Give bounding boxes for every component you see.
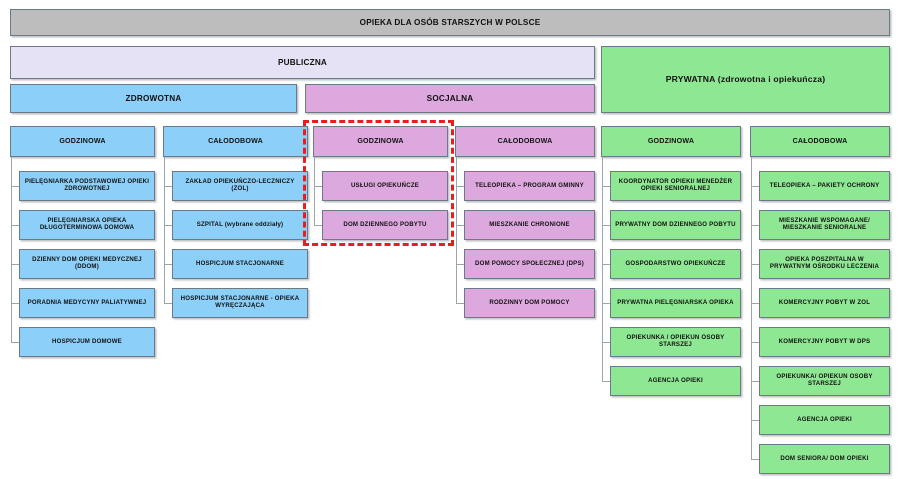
column-header-prywatna-godzinowa[interactable]: GODZINOWA: [601, 126, 741, 157]
node-card[interactable]: AGENCJA OPIEKI: [759, 405, 890, 435]
connector-spine-prywatna-godzinowa: [602, 157, 603, 381]
node-card[interactable]: KOORDYNATOR OPIEKI/ MENEDŻER OPIEKI SENI…: [610, 171, 741, 201]
connector-stub-socjalna-godzinowa-1: [314, 225, 323, 226]
connector-stub-prywatna-godzinowa-5: [602, 381, 611, 382]
connector-stub-prywatna-calodobowa-3: [751, 303, 760, 304]
connector-spine-zdrowotna-calodobowa: [164, 157, 165, 303]
node-card[interactable]: PIELĘGNIARSKA OPIEKA DŁUGOTERMINOWA DOMO…: [19, 210, 155, 240]
node-card[interactable]: OPIEKUNKA/ OPIEKUN OSOBY STARSZEJ: [759, 366, 890, 396]
node-card[interactable]: GOSPODARSTWO OPIEKUŃCZE: [610, 249, 741, 279]
connector-stub-socjalna-calodobowa-2: [456, 264, 465, 265]
connector-stub-prywatna-calodobowa-0: [751, 186, 760, 187]
root-node-opieka-dla-osob-starszych: OPIEKA DLA OSÓB STARSZYCH W POLSCE: [10, 9, 890, 36]
node-card[interactable]: PORADNIA MEDYCYNY PALIATYWNEJ: [19, 288, 155, 318]
connector-stub-prywatna-godzinowa-4: [602, 342, 611, 343]
node-card[interactable]: USŁUGI OPIEKUŃCZE: [322, 171, 448, 201]
sector-socjalna: SOCJALNA: [305, 84, 595, 113]
connector-spine-zdrowotna-godzinowa: [11, 157, 12, 342]
node-card[interactable]: AGENCJA OPIEKI: [610, 366, 741, 396]
node-card[interactable]: DOM SENIORA/ DOM OPIEKI: [759, 444, 890, 474]
sector-publiczna: PUBLICZNA: [10, 46, 595, 79]
column-header-zdrowotna-calodobowa[interactable]: CAŁODOBOWA: [163, 126, 308, 157]
connector-stub-zdrowotna-calodobowa-1: [164, 225, 173, 226]
node-card[interactable]: DOM DZIENNEGO POBYTU: [322, 210, 448, 240]
connector-spine-prywatna-calodobowa: [751, 157, 752, 459]
connector-stub-socjalna-calodobowa-0: [456, 186, 465, 187]
node-card[interactable]: MIESZKANIE WSPOMAGANE/ MIESZKANIE SENIOR…: [759, 210, 890, 240]
column-header-zdrowotna-godzinowa[interactable]: GODZINOWA: [10, 126, 155, 157]
connector-stub-socjalna-calodobowa-1: [456, 225, 465, 226]
connector-stub-prywatna-calodobowa-2: [751, 264, 760, 265]
sector-prywatna: PRYWATNA (zdrowotna i opiekuńcza): [601, 46, 890, 113]
node-card[interactable]: TELEOPIEKA – PAKIETY OCHRONY: [759, 171, 890, 201]
node-card[interactable]: TELEOPIEKA – PROGRAM GMINNY: [464, 171, 595, 201]
connector-stub-zdrowotna-godzinowa-2: [11, 264, 20, 265]
column-header-socjalna-calodobowa[interactable]: CAŁODOBOWA: [455, 126, 595, 157]
connector-stub-prywatna-calodobowa-1: [751, 225, 760, 226]
connector-spine-socjalna-godzinowa: [314, 157, 315, 225]
node-card[interactable]: ZAKŁAD OPIEKUŃCZO-LECZNICZY (ZOL): [172, 171, 308, 201]
node-card[interactable]: HOSPICJUM STACJONARNE - OPIEKA WYRĘCZAJĄ…: [172, 288, 308, 318]
connector-stub-prywatna-godzinowa-0: [602, 186, 611, 187]
node-card[interactable]: KOMERCYJNY POBYT W ZOL: [759, 288, 890, 318]
connector-stub-socjalna-calodobowa-3: [456, 303, 465, 304]
connector-spine-socjalna-calodobowa: [456, 157, 457, 303]
connector-stub-prywatna-calodobowa-6: [751, 420, 760, 421]
connector-stub-zdrowotna-calodobowa-0: [164, 186, 173, 187]
node-card[interactable]: DOM POMOCY SPOŁECZNEJ (DPS): [464, 249, 595, 279]
connector-stub-zdrowotna-godzinowa-3: [11, 303, 20, 304]
connector-stub-prywatna-calodobowa-5: [751, 381, 760, 382]
column-header-prywatna-calodobowa[interactable]: CAŁODOBOWA: [750, 126, 890, 157]
connector-stub-prywatna-godzinowa-2: [602, 264, 611, 265]
node-card[interactable]: HOSPICJUM STACJONARNE: [172, 249, 308, 279]
node-card[interactable]: MIESZKANIE CHRONIONE: [464, 210, 595, 240]
node-card[interactable]: PRYWATNY DOM DZIENNEGO POBYTU: [610, 210, 741, 240]
node-card[interactable]: OPIEKA POSZPITALNA W PRYWATNYM OŚRODKU L…: [759, 249, 890, 279]
node-card[interactable]: RODZINNY DOM POMOCY: [464, 288, 595, 318]
connector-stub-zdrowotna-godzinowa-0: [11, 186, 20, 187]
connector-stub-prywatna-calodobowa-4: [751, 342, 760, 343]
node-card[interactable]: PRYWATNA PIELĘGNIARSKA OPIEKA: [610, 288, 741, 318]
sector-zdrowotna: ZDROWOTNA: [10, 84, 297, 113]
node-card[interactable]: PIELĘGNIARKA PODSTAWOWEJ OPIEKI ZDROWOTN…: [19, 171, 155, 201]
connector-stub-prywatna-calodobowa-7: [751, 459, 760, 460]
connector-stub-zdrowotna-calodobowa-2: [164, 264, 173, 265]
connector-stub-zdrowotna-godzinowa-1: [11, 225, 20, 226]
column-header-socjalna-godzinowa[interactable]: GODZINOWA: [313, 126, 448, 157]
connector-stub-zdrowotna-calodobowa-3: [164, 303, 173, 304]
connector-stub-prywatna-godzinowa-3: [602, 303, 611, 304]
node-card[interactable]: SZPITAL (wybrane oddziały): [172, 210, 308, 240]
node-card[interactable]: HOSPICJUM DOMOWE: [19, 327, 155, 357]
node-card[interactable]: DZIENNY DOM OPIEKI MEDYCZNEJ (DDOM): [19, 249, 155, 279]
node-card[interactable]: KOMERCYJNY POBYT W DPS: [759, 327, 890, 357]
connector-stub-socjalna-godzinowa-0: [314, 186, 323, 187]
connector-stub-prywatna-godzinowa-1: [602, 225, 611, 226]
connector-stub-zdrowotna-godzinowa-4: [11, 342, 20, 343]
node-card[interactable]: OPIEKUNKA / OPIEKUN OSOBY STARSZEJ: [610, 327, 741, 357]
